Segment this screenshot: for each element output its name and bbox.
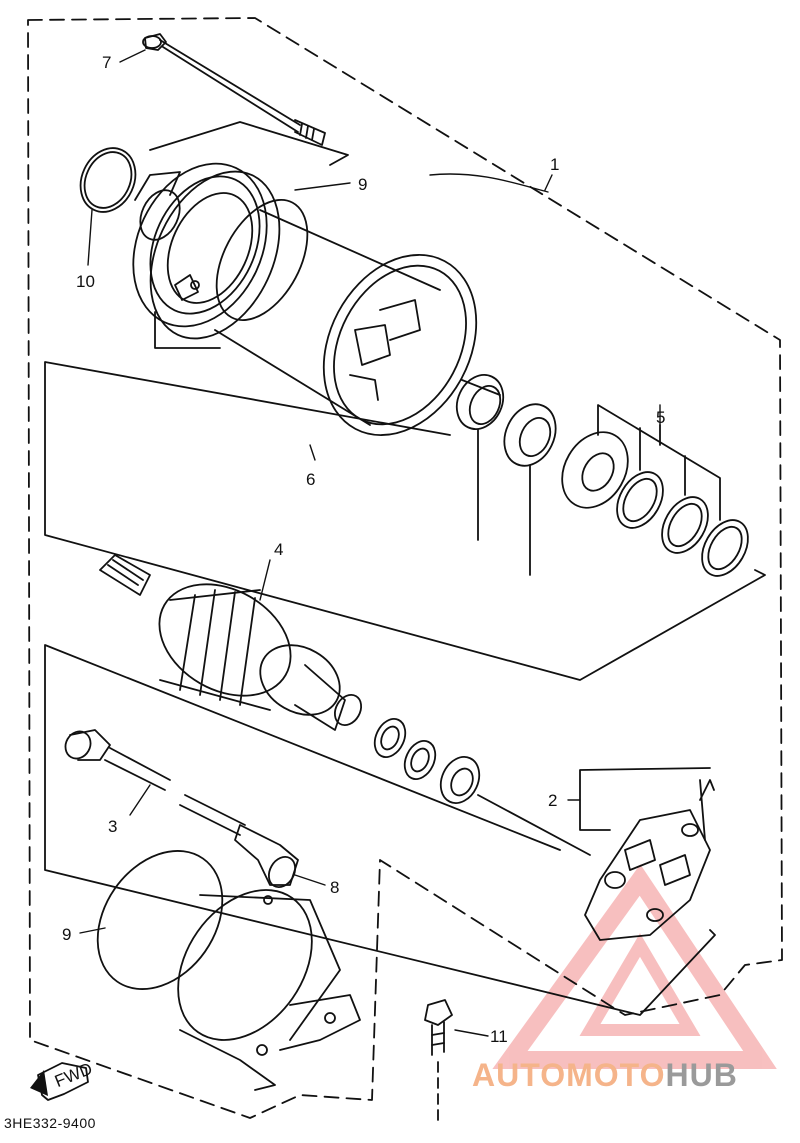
brush-holder (579, 767, 715, 941)
callout-3: 3 (108, 817, 117, 836)
callout-7: 7 (102, 53, 111, 72)
yoke-housing (214, 198, 478, 436)
fwd-arrow-icon: FWD (30, 1059, 95, 1101)
bolt-bracket-line (149, 121, 349, 166)
callout-11: 11 (490, 1027, 508, 1046)
cable-boot (234, 824, 299, 888)
callout-5: 5 (656, 408, 665, 427)
group-bracket-upper (154, 311, 221, 349)
starter-cable (64, 729, 246, 836)
watermark-text-orange: AUTOMOTO (472, 1057, 666, 1093)
group-bracket-lower (44, 644, 716, 1016)
oil-seal (503, 403, 557, 576)
callout-4: 4 (274, 540, 283, 559)
armature-washers (373, 718, 591, 856)
washer-set (561, 404, 749, 577)
group-bracket-6 (44, 361, 766, 681)
callout-1: 1 (550, 155, 559, 174)
o-ring (79, 147, 137, 213)
callout-8: 8 (330, 878, 339, 897)
front-gasket (149, 170, 281, 340)
diagram-part-number: 3HE332-9400 (4, 1115, 96, 1131)
callout-10: 10 (76, 272, 95, 291)
armature (99, 554, 363, 731)
rear-gasket (96, 850, 224, 990)
rear-cover (177, 889, 361, 1091)
callout-9-lower: 9 (62, 925, 71, 944)
callout-9-upper: 9 (358, 175, 367, 194)
callout-2: 2 (548, 791, 557, 810)
watermark-triangle-icon (492, 864, 777, 1069)
front-cover (132, 162, 268, 328)
callout-6: 6 (306, 470, 315, 489)
watermark-logo-text: AUTOMOTOHUB (472, 1057, 738, 1094)
callout-leader-lines (79, 49, 661, 1037)
watermark-text-gray: HUB (665, 1057, 738, 1093)
bolt-11 (424, 999, 453, 1121)
through-bolt (142, 33, 326, 146)
bearing (455, 374, 505, 541)
assembly-boundary (27, 17, 783, 1119)
